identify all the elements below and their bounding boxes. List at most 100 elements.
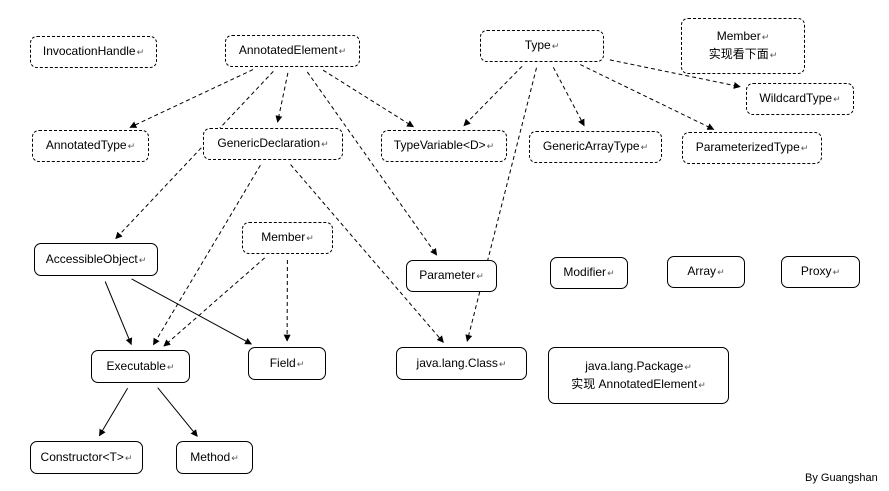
edge-annotated-element-to-annotated-type xyxy=(129,69,254,128)
node-member: Member↵ xyxy=(242,222,333,254)
node-label-text: WildcardType xyxy=(759,91,833,105)
paragraph-mark-icon: ↵ xyxy=(338,46,347,56)
node-java-lang-package: java.lang.Package↵实现 AnnotatedElement↵ xyxy=(548,347,729,404)
node-method: Method↵ xyxy=(176,441,253,474)
author-credit: By Guangshan xyxy=(805,472,878,484)
node-label-text: InvocationHandle xyxy=(42,44,136,58)
paragraph-mark-icon: ↵ xyxy=(498,358,507,369)
node-label-text: Method xyxy=(190,449,231,464)
node-modifier: Modifier↵ xyxy=(550,257,628,289)
edge-annotated-element-to-accessible-object xyxy=(115,71,274,240)
paragraph-mark-icon: ↵ xyxy=(684,361,692,372)
paragraph-mark-icon: ↵ xyxy=(231,452,239,463)
node-label-line: 实现 AnnotatedElement↵ xyxy=(571,376,706,394)
edge-member-to-executable xyxy=(163,257,266,347)
edge-accessible-object-to-executable xyxy=(104,281,133,346)
node-label-text: Member xyxy=(261,230,306,244)
node-java-lang-class: java.lang.Class↵ xyxy=(396,347,527,380)
node-label-line: AnnotatedElement↵ xyxy=(239,42,346,60)
paragraph-mark-icon: ↵ xyxy=(486,141,495,151)
node-label-text: Array xyxy=(687,264,717,278)
node-label-line: AnnotatedType↵ xyxy=(46,137,135,155)
node-member-note: Member↵实现看下面↵ xyxy=(681,18,805,74)
edge-executable-to-constructor xyxy=(98,387,129,437)
paragraph-mark-icon: ↵ xyxy=(761,32,770,42)
node-label-text: Member xyxy=(716,29,761,43)
edge-type-to-wildcard-type xyxy=(609,59,741,89)
node-parameterized-type: ParameterizedType↵ xyxy=(682,132,822,164)
paragraph-mark-icon: ↵ xyxy=(127,141,136,151)
edge-type-to-type-variable xyxy=(463,65,523,127)
node-label-text: Proxy xyxy=(800,264,832,278)
node-label-line: 实现看下面↵ xyxy=(709,46,778,64)
edge-annotated-element-to-parameter xyxy=(306,71,438,256)
node-label-text: Constructor<T> xyxy=(40,449,124,464)
node-label-text: java.lang.Class xyxy=(416,355,498,370)
node-generic-array-type: GenericArrayType↵ xyxy=(529,131,662,163)
node-executable: Executable↵ xyxy=(91,350,190,383)
node-field: Field↵ xyxy=(248,347,326,380)
edge-type-to-parameterized-type xyxy=(580,64,715,130)
paragraph-mark-icon: ↵ xyxy=(136,47,145,57)
edge-generic-declaration-to-executable xyxy=(152,164,261,346)
paragraph-mark-icon: ↵ xyxy=(306,233,314,243)
node-label-text: AccessibleObject xyxy=(45,251,138,266)
node-label-text: AnnotatedElement xyxy=(238,43,338,57)
edge-accessible-object-to-field xyxy=(131,278,253,345)
node-label-line: Modifier↵ xyxy=(563,264,614,282)
node-constructor: Constructor<T>↵ xyxy=(30,441,143,474)
paragraph-mark-icon: ↵ xyxy=(124,452,133,463)
paragraph-mark-icon: ↵ xyxy=(832,267,841,277)
node-label-line: Executable↵ xyxy=(107,358,175,376)
paragraph-mark-icon: ↵ xyxy=(717,267,725,277)
paragraph-mark-icon: ↵ xyxy=(166,361,175,372)
node-label-text: TypeVariable<D> xyxy=(393,138,486,152)
node-label-line: Field↵ xyxy=(270,355,305,373)
node-parameter: Parameter↵ xyxy=(406,260,497,292)
node-label-line: Array↵ xyxy=(687,263,724,281)
edge-type-to-java-lang-class xyxy=(465,67,537,342)
node-label-text: GenericDeclaration xyxy=(217,136,321,150)
node-label-text: 实现看下面 xyxy=(708,47,769,61)
paragraph-mark-icon: ↵ xyxy=(833,94,841,104)
node-label-line: AccessibleObject↵ xyxy=(46,251,147,269)
paragraph-mark-icon: ↵ xyxy=(607,268,615,278)
node-label-text: GenericArrayType xyxy=(542,139,640,153)
node-label-line: GenericArrayType↵ xyxy=(543,138,648,156)
node-label-text: Field xyxy=(269,355,296,370)
paragraph-mark-icon: ↵ xyxy=(698,379,706,390)
node-label-line: InvocationHandle↵ xyxy=(43,43,144,61)
node-label-line: Type↵ xyxy=(525,37,560,55)
node-label-line: Member↵ xyxy=(717,28,770,46)
node-label-line: Proxy↵ xyxy=(801,263,840,281)
node-label-line: Member↵ xyxy=(261,229,314,247)
paragraph-mark-icon: ↵ xyxy=(138,254,147,265)
paragraph-mark-icon: ↵ xyxy=(321,139,329,149)
node-type: Type↵ xyxy=(480,30,604,62)
node-accessible-object: AccessibleObject↵ xyxy=(34,243,158,276)
node-invocation-handle: InvocationHandle↵ xyxy=(30,36,157,68)
node-label-line: java.lang.Class↵ xyxy=(417,355,507,373)
node-annotated-element: AnnotatedElement↵ xyxy=(225,35,360,67)
edge-executable-to-method xyxy=(157,387,198,437)
node-label-line: WildcardType↵ xyxy=(759,90,840,108)
paragraph-mark-icon: ↵ xyxy=(640,142,649,152)
paragraph-mark-icon: ↵ xyxy=(296,358,305,369)
node-label-line: Constructor<T>↵ xyxy=(41,449,133,467)
node-wildcard-type: WildcardType↵ xyxy=(746,83,854,115)
paragraph-mark-icon: ↵ xyxy=(551,41,560,51)
node-label-text: 实现 AnnotatedElement xyxy=(571,376,698,391)
node-proxy: Proxy↵ xyxy=(781,256,860,288)
paragraph-mark-icon: ↵ xyxy=(800,143,809,153)
node-label-line: GenericDeclaration↵ xyxy=(217,135,328,153)
node-array: Array↵ xyxy=(667,256,745,288)
node-label-line: Parameter↵ xyxy=(419,267,484,285)
node-label-line: Method↵ xyxy=(190,449,239,467)
node-label-line: ParameterizedType↵ xyxy=(696,139,809,157)
node-label-text: Executable xyxy=(106,358,166,373)
edge-annotated-element-to-generic-declaration xyxy=(275,72,289,123)
node-label-text: java.lang.Package xyxy=(585,358,684,373)
node-label-text: Type xyxy=(524,38,551,52)
node-generic-declaration: GenericDeclaration↵ xyxy=(203,128,343,160)
